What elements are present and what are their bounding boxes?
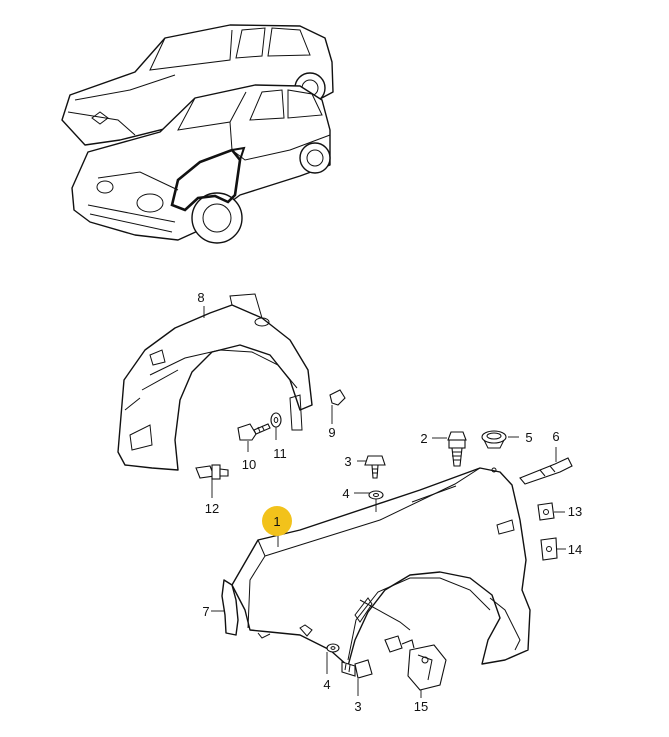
callout-3-bottom[interactable]: 3: [354, 699, 361, 714]
hatchback-outline: [71, 84, 331, 244]
callout-2[interactable]: 2: [420, 431, 427, 446]
hw-washer-top: [368, 490, 384, 500]
hw-bolt-bottom: [341, 659, 373, 679]
callout-labels: 1 2 3 4 5 6 7 8 9 10 11 12 13 14 4 3 15: [197, 290, 582, 714]
hw-washer-bottom: [326, 643, 340, 653]
hw-clip-9: [329, 389, 346, 406]
callout-1-highlight[interactable]: [262, 506, 292, 536]
vehicle-illustration: [61, 24, 334, 244]
callout-4-bottom[interactable]: 4: [323, 677, 330, 692]
callout-9[interactable]: 9: [328, 425, 335, 440]
callout-6[interactable]: 6: [552, 429, 559, 444]
hw-washer-11: [270, 412, 282, 428]
hw-bracket: [519, 457, 573, 485]
hardware: [195, 389, 573, 691]
hw-clip-14: [540, 537, 558, 561]
callout-14[interactable]: 14: [568, 542, 582, 557]
callout-4-top[interactable]: 4: [342, 486, 349, 501]
front-wing: [231, 467, 531, 667]
callout-13[interactable]: 13: [568, 504, 582, 519]
wheel-housing-liner: [117, 293, 313, 471]
hw-clip-12: [195, 464, 229, 480]
wing-trim-strip: [221, 579, 239, 636]
callout-15[interactable]: 15: [414, 699, 428, 714]
callout-7[interactable]: 7: [202, 604, 209, 619]
hw-screw-10: [237, 423, 271, 441]
leader-lines: [203, 306, 566, 698]
callout-12[interactable]: 12: [205, 501, 219, 516]
callout-5[interactable]: 5: [525, 430, 532, 445]
callout-3-top[interactable]: 3: [344, 454, 351, 469]
callout-1[interactable]: 1: [273, 514, 280, 529]
hw-grommet: [481, 430, 507, 449]
hw-bolt-top: [364, 455, 386, 479]
hw-clip-13: [537, 502, 555, 521]
callout-8[interactable]: 8: [197, 290, 204, 305]
hw-bracket-15: [384, 635, 447, 691]
callout-10[interactable]: 10: [242, 457, 256, 472]
callout-11[interactable]: 11: [273, 446, 287, 461]
hw-stud: [447, 431, 467, 467]
